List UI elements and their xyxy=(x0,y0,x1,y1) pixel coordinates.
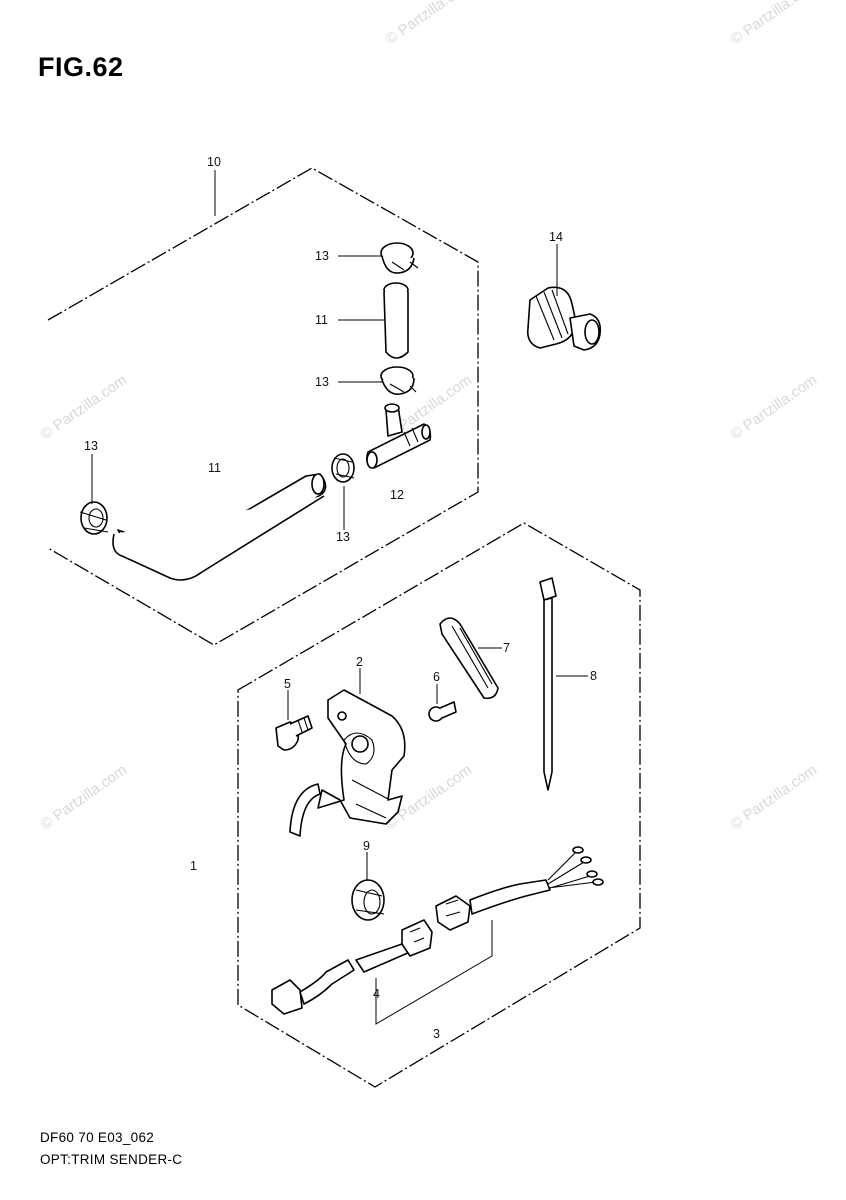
diagram-name: OPT:TRIM SENDER-C xyxy=(40,1152,183,1167)
callout-2: 2 xyxy=(356,655,363,669)
callout-3: 3 xyxy=(433,1027,440,1041)
callout-13: 13 xyxy=(84,439,98,453)
callout-8: 8 xyxy=(590,669,597,683)
screw-part-5 xyxy=(275,690,313,751)
harness-part-4 xyxy=(271,919,433,1015)
callout-10: 10 xyxy=(207,155,221,169)
watermark-text: © Partzilla.com xyxy=(728,0,821,48)
callout-11: 11 xyxy=(315,313,328,327)
boot-part-7 xyxy=(439,617,502,700)
callout-1: 1 xyxy=(190,859,197,873)
clamp-part-13-tee xyxy=(331,453,355,483)
watermark-text: © Partzilla.com xyxy=(38,761,131,833)
hose-part-11-long xyxy=(112,473,327,581)
watermark-text: © Partzilla.com xyxy=(728,761,821,833)
callout-9: 9 xyxy=(363,839,370,853)
callout-13: 13 xyxy=(315,375,329,389)
fitting-part-14 xyxy=(526,286,602,351)
callout-5: 5 xyxy=(284,677,291,691)
clamp-part-13-top xyxy=(380,242,419,274)
tee-joint-part-12 xyxy=(366,403,432,469)
callout-13: 13 xyxy=(336,530,350,544)
cable-tie-part-8 xyxy=(539,577,588,791)
grommet-part-9 xyxy=(351,852,385,921)
callout-14: 14 xyxy=(549,230,563,244)
watermark-text: © Partzilla.com xyxy=(38,371,131,443)
trim-sender-frame xyxy=(237,522,641,1088)
watermarks: © Partzilla.com © Partzilla.com © Partzi… xyxy=(38,0,821,833)
trim-sender-part-2 xyxy=(289,668,406,837)
callout-6: 6 xyxy=(433,670,440,684)
callout-7: 7 xyxy=(503,641,510,655)
watermark-text: © Partzilla.com xyxy=(728,371,821,443)
figure-title: FIG.62 xyxy=(38,52,124,82)
clamp-part-13-left xyxy=(79,501,109,535)
callout-labels: 10 13 11 13 14 13 11 12 13 2 5 6 7 8 1 9… xyxy=(84,155,597,1041)
lower-leaders xyxy=(375,920,493,1025)
callout-11: 11 xyxy=(208,461,221,475)
screw-part-6 xyxy=(428,684,457,722)
watermark-text: © Partzilla.com xyxy=(383,0,476,48)
clamp-part-13-middle xyxy=(380,366,417,396)
harness-part-3 xyxy=(435,846,604,931)
callout-4: 4 xyxy=(373,987,380,1001)
diagram-code: DF60 70 E03_062 xyxy=(40,1130,155,1145)
upper-leaders xyxy=(91,170,558,530)
callout-12: 12 xyxy=(390,488,404,502)
hose-part-11-short xyxy=(383,282,409,359)
hose-kit-frame xyxy=(47,167,479,646)
callout-13: 13 xyxy=(315,249,329,263)
